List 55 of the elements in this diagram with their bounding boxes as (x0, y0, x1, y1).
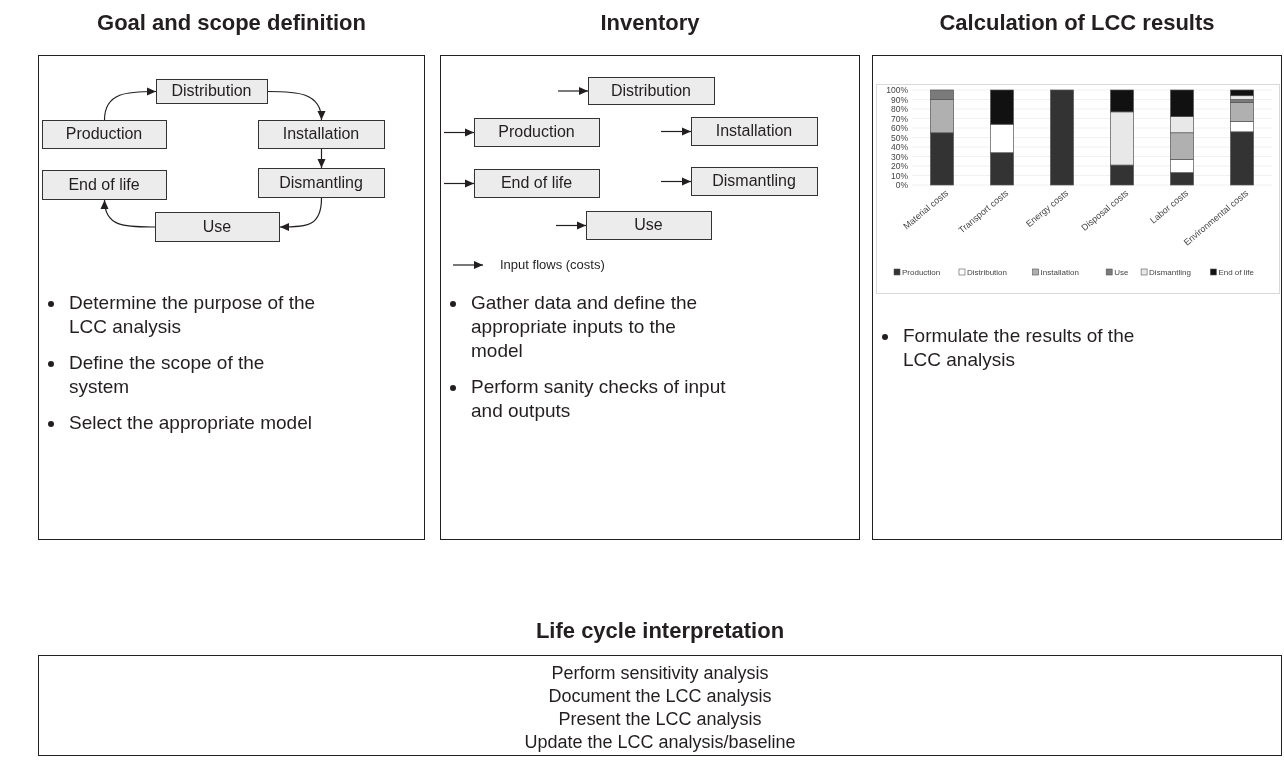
stage-box: Production (473, 117, 600, 147)
stage-box: Installation (257, 119, 385, 149)
text-line: Present the LCC analysis (558, 708, 762, 731)
legend-label: Use (1114, 268, 1129, 277)
panel-heading: Goal and scope definition (96, 10, 367, 36)
legend-label: End of life (1218, 268, 1254, 277)
legend-label: Installation (1040, 268, 1079, 277)
axis-tick-label: 70% (891, 113, 908, 124)
legend-label: Dismantling (1149, 268, 1191, 277)
axis-tick-label: 30% (891, 151, 908, 162)
arrow (443, 128, 475, 137)
legend-label: Production (902, 268, 941, 277)
arrow (555, 221, 587, 230)
axis-tick-label: 40% (891, 142, 908, 152)
stage-box: Dismantling (690, 166, 818, 196)
stage-box: Distribution (155, 78, 268, 104)
stage-box: End of life (473, 168, 600, 198)
arrow (443, 179, 475, 188)
arrow (557, 87, 589, 95)
bullet-item: Select the appropriate model (39, 411, 329, 435)
arrow (267, 90, 325, 121)
text-line: Document the LCC analysis (548, 685, 772, 708)
arrow (279, 197, 323, 231)
bullet-item: Perform sanity checks of input and outputs (441, 375, 731, 423)
axis-tick-label: 0% (895, 180, 908, 190)
stage-box: Production (41, 119, 167, 149)
bullet-item: Gather data and define the appropriate inputs to the model (441, 291, 731, 363)
stage-box: Installation (690, 116, 818, 146)
bullet-item: Determine the purpose of the LCC analysis (39, 291, 329, 339)
stage-box: Dismantling (257, 167, 385, 198)
arrow (103, 87, 157, 121)
bullet-item: Define the scope of the system (39, 351, 329, 399)
axis-tick-label: 80% (891, 104, 908, 114)
axis-tick-label: 50% (891, 132, 908, 143)
panel-heading: Inventory (599, 10, 701, 36)
axis-tick-label: 20% (891, 161, 908, 171)
text-line: Perform sensitivity analysis (551, 662, 769, 685)
arrow (101, 199, 156, 228)
stage-box: Use (154, 211, 280, 242)
arrow (660, 177, 692, 186)
stage-box: Use (585, 210, 712, 240)
legend-label: Input flows (costs) (500, 257, 605, 272)
legend-label: Distribution (967, 268, 1007, 277)
arrow (660, 127, 692, 136)
bullet-item: Formulate the results of the LCC analysis (873, 324, 1163, 372)
stage-box: Distribution (587, 76, 715, 105)
panel-heading: Life cycle interpretation (534, 618, 786, 644)
axis-tick-label: 100% (886, 85, 908, 95)
arrow (317, 148, 326, 169)
text-line: Update the LCC analysis/baseline (524, 731, 796, 754)
panel-heading: Calculation of LCC results (938, 10, 1216, 36)
axis-tick-label: 60% (891, 123, 908, 133)
stage-box: End of life (41, 169, 167, 200)
axis-tick-label: 90% (891, 94, 908, 105)
axis-tick-label: 10% (891, 170, 908, 181)
